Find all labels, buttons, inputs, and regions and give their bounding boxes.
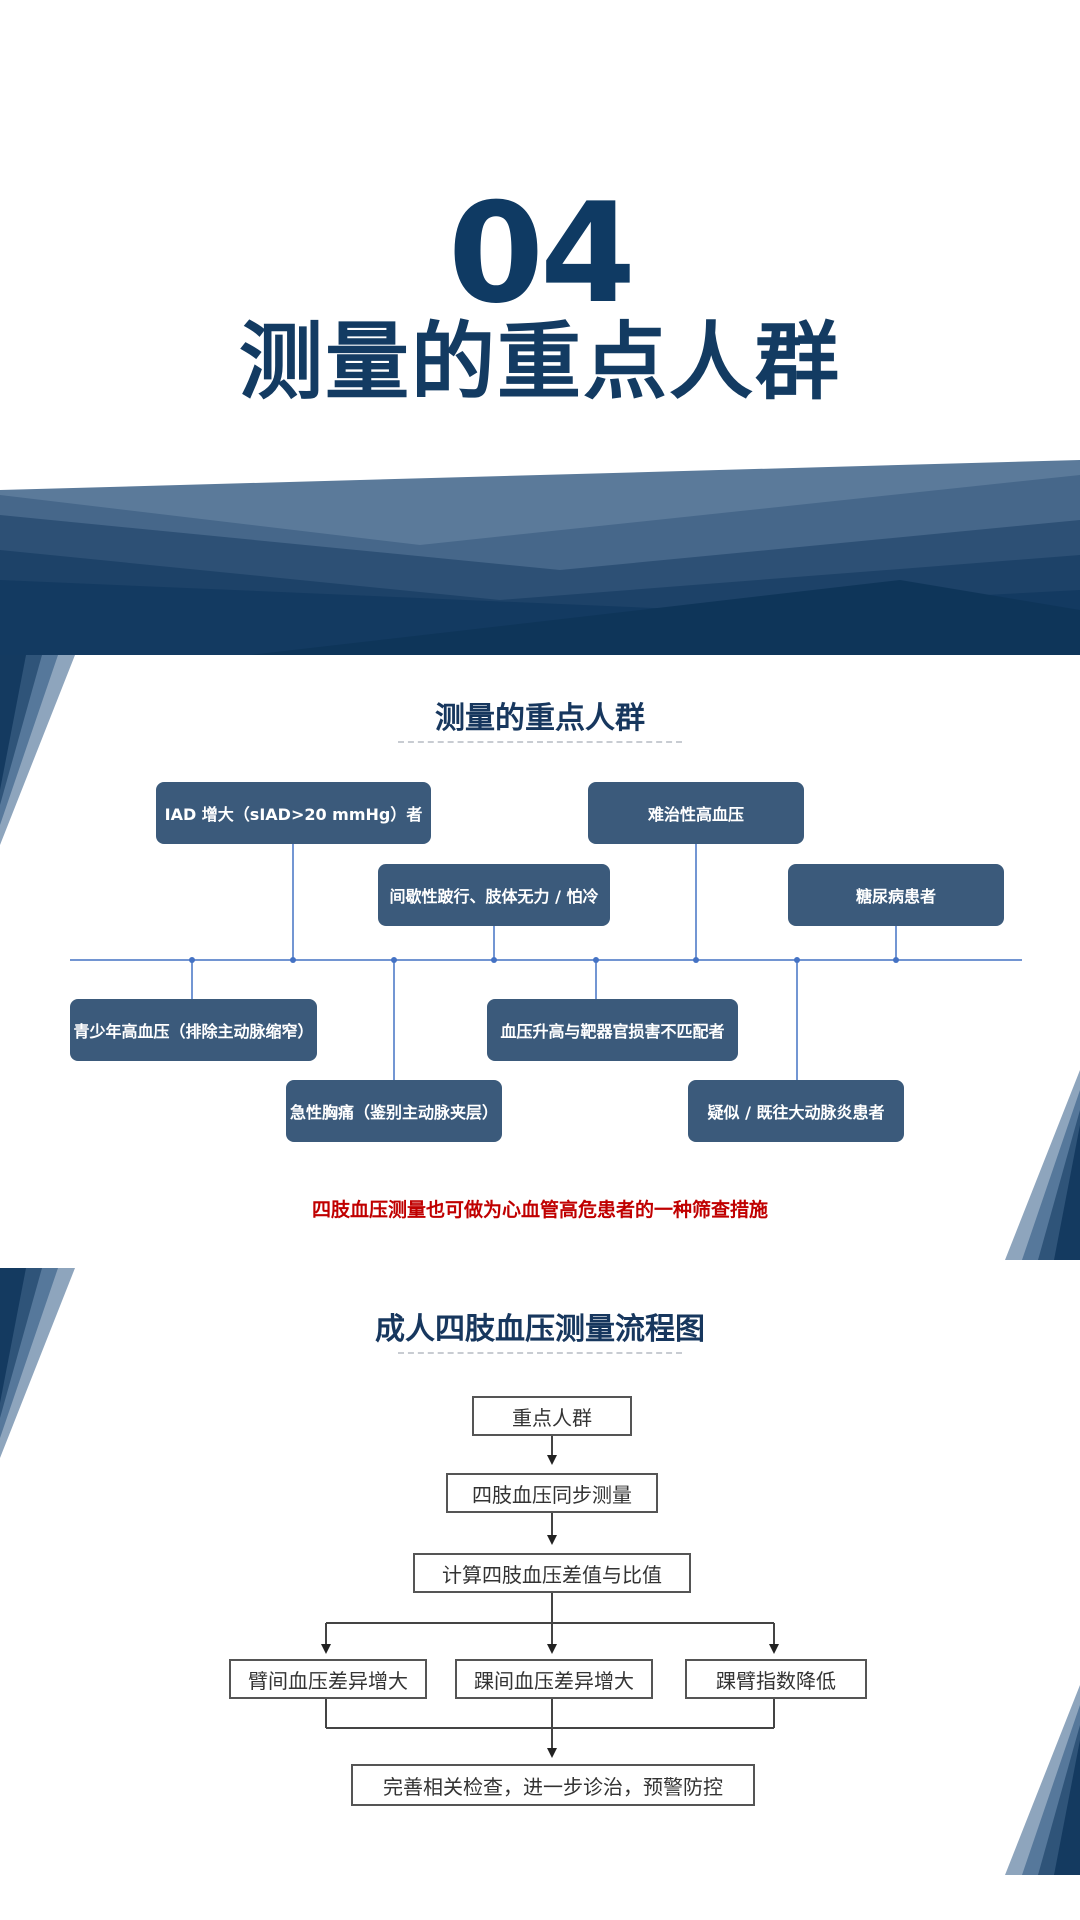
screening-note: 四肢血压测量也可做为心血管高危患者的一种筛查措施 — [311, 1199, 768, 1221]
title-underline — [398, 1352, 682, 1354]
section-number: 04 — [447, 173, 636, 334]
flow-step-calculate: 计算四肢血压差值与比值 — [413, 1553, 691, 1593]
population-title: 测量的重点人群 — [435, 701, 645, 736]
corner-stripes-bottom-right — [1005, 1070, 1080, 1260]
flowchart-title: 成人四肢血压测量流程图 — [375, 1312, 705, 1347]
node-takayasu: 疑似 / 既往大动脉炎患者 — [688, 1080, 904, 1142]
node-claudication: 间歇性跛行、肢体无力 / 怕冷 — [378, 864, 610, 926]
corner-stripes-top-left — [0, 655, 75, 845]
flow-step-measure: 四肢血压同步测量 — [446, 1473, 658, 1513]
node-resistant-hypertension: 难治性高血压 — [588, 782, 804, 844]
node-acute-chest-pain: 急性胸痛（鉴别主动脉夹层） — [286, 1080, 502, 1142]
flow-step-population: 重点人群 — [472, 1396, 632, 1436]
corner-stripes-bottom-right — [1005, 1685, 1080, 1875]
decorative-wave-band — [0, 460, 1080, 655]
section-title: 测量的重点人群 — [238, 313, 841, 411]
corner-stripes-top-left — [0, 1268, 75, 1458]
timeline-connectors — [70, 843, 1022, 1081]
flow-branch-abi: 踝臂指数降低 — [685, 1659, 867, 1699]
flow-branch-ankle: 踝间血压差异增大 — [455, 1659, 653, 1699]
node-iad-increase: IAD 增大（sIAD>20 mmHg）者 — [156, 782, 431, 844]
node-organ-mismatch: 血压升高与靶器官损害不匹配者 — [487, 999, 738, 1061]
cover-slide: 04 测量的重点人群 — [0, 0, 1080, 655]
node-juvenile-hypertension: 青少年高血压（排除主动脉缩窄） — [70, 999, 317, 1061]
flow-final-step: 完善相关检查，进一步诊治，预警防控 — [351, 1764, 755, 1806]
population-slide: 测量的重点人群 IAD 增大（sIAD>20 mmHg）者 间歇性跛行、肢体无力… — [0, 655, 1080, 1260]
flow-arrows — [321, 1432, 779, 1758]
flowchart-slide: 成人四肢血压测量流程图 重点人群 四肢血压同步测量 计算四肢血压差值与比值 臂间… — [0, 1268, 1080, 1920]
title-underline — [398, 741, 682, 743]
node-diabetes: 糖尿病患者 — [788, 864, 1004, 926]
flow-branch-arm: 臂间血压差异增大 — [229, 1659, 427, 1699]
